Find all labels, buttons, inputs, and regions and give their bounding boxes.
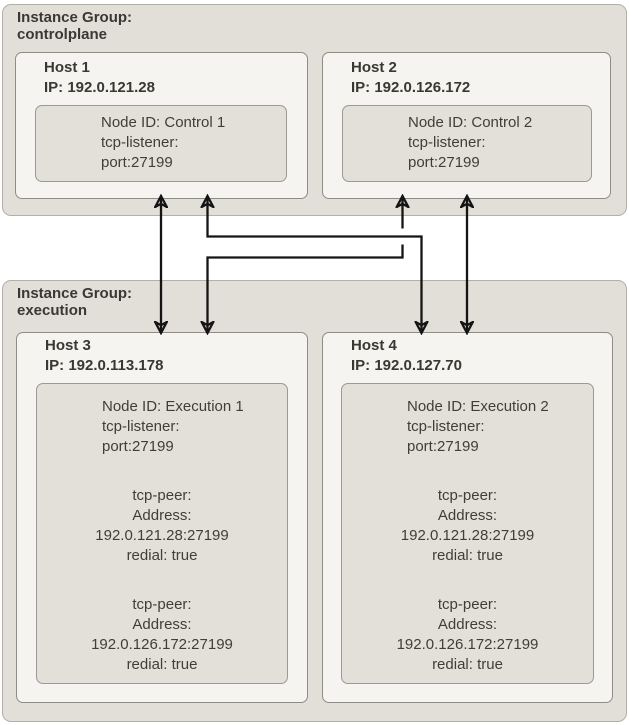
host-3-label: Host 3 IP: 192.0.113.178: [45, 336, 163, 376]
tcp-listener-line: tcp-listener:: [102, 418, 180, 435]
host-2-label: Host 2 IP: 192.0.126.172: [351, 58, 470, 98]
host-ip: IP: 192.0.126.172: [351, 79, 471, 96]
peer-address-value: 192.0.121.28:27199: [400, 527, 535, 544]
tcp-peer-block-2: tcp-peer: Address: 192.0.126.172:27199 r…: [37, 595, 287, 675]
peer-redial-line: redial: true: [126, 656, 198, 673]
host-1-label: Host 1 IP: 192.0.121.28: [44, 58, 155, 98]
peer-address-label: Address:: [132, 507, 192, 524]
host-4-label: Host 4 IP: 192.0.127.70: [351, 336, 462, 376]
peer-redial-line: redial: true: [432, 656, 503, 673]
node-execution-1-box: Node ID: Execution 1 tcp-listener: port:…: [36, 383, 288, 684]
group-label-prefix: Instance Group:: [17, 285, 133, 302]
listener-block: Node ID: Execution 1 tcp-listener: port:…: [37, 397, 287, 457]
port-line: port:27199: [102, 438, 174, 455]
tcp-peer-block-2: tcp-peer: Address: 192.0.126.172:27199 r…: [342, 595, 593, 675]
node-id-line: Node ID: Control 1: [101, 114, 226, 131]
group-name: controlplane: [17, 26, 108, 43]
tcp-listener-line: tcp-listener:: [408, 134, 486, 151]
host-ip: IP: 192.0.113.178: [45, 357, 164, 374]
tcp-listener-line: tcp-listener:: [407, 418, 485, 435]
host-title: Host 2: [351, 59, 397, 76]
host-ip: IP: 192.0.121.28: [44, 79, 155, 96]
group-label-controlplane: Instance Group: controlplane: [17, 9, 132, 43]
tcp-peer-block-1: tcp-peer: Address: 192.0.121.28:27199 re…: [342, 486, 593, 566]
instance-group-controlplane: Instance Group: controlplane Host 1 IP: …: [2, 4, 627, 216]
peer-address-value: 192.0.121.28:27199: [95, 527, 229, 544]
node-control-1-box: Node ID: Control 1 tcp-listener: port:27…: [35, 105, 287, 182]
port-line: port:27199: [101, 154, 173, 171]
port-line: port:27199: [408, 154, 480, 171]
tcp-peer-line: tcp-peer:: [437, 487, 498, 504]
host-1-box: Host 1 IP: 192.0.121.28 Node ID: Control…: [15, 52, 308, 199]
host-ip: IP: 192.0.127.70: [351, 357, 462, 374]
host-title: Host 4: [351, 337, 397, 354]
host-2-box: Host 2 IP: 192.0.126.172 Node ID: Contro…: [322, 52, 611, 199]
peer-address-value: 192.0.126.172:27199: [91, 636, 233, 653]
group-name: execution: [17, 302, 88, 319]
host-title: Host 1: [44, 59, 90, 76]
peer-redial-line: redial: true: [126, 547, 198, 564]
tcp-listener-line: tcp-listener:: [101, 134, 179, 151]
tcp-peer-block-1: tcp-peer: Address: 192.0.121.28:27199 re…: [37, 486, 287, 566]
listener-block: Node ID: Execution 2 tcp-listener: port:…: [342, 397, 593, 457]
host-3-box: Host 3 IP: 192.0.113.178 Node ID: Execut…: [16, 332, 308, 703]
tcp-peer-line: tcp-peer:: [132, 596, 192, 613]
peer-address-label: Address:: [437, 616, 498, 633]
listener-block: Node ID: Control 2 tcp-listener: port:27…: [343, 113, 591, 173]
instance-group-execution: Instance Group: execution Host 3 IP: 192…: [2, 280, 627, 722]
port-line: port:27199: [407, 438, 479, 455]
node-id-line: Node ID: Execution 1: [102, 398, 244, 415]
peer-address-label: Address:: [437, 507, 498, 524]
peer-address-value: 192.0.126.172:27199: [396, 636, 539, 653]
peer-redial-line: redial: true: [432, 547, 503, 564]
host-4-box: Host 4 IP: 192.0.127.70 Node ID: Executi…: [322, 332, 613, 703]
host-title: Host 3: [45, 337, 91, 354]
group-label-execution: Instance Group: execution: [17, 285, 132, 319]
peer-address-label: Address:: [132, 616, 192, 633]
node-execution-2-box: Node ID: Execution 2 tcp-listener: port:…: [341, 383, 594, 684]
group-label-prefix: Instance Group:: [17, 9, 133, 26]
node-control-2-box: Node ID: Control 2 tcp-listener: port:27…: [342, 105, 592, 182]
node-id-line: Node ID: Control 2: [408, 114, 533, 131]
tcp-peer-line: tcp-peer:: [132, 487, 192, 504]
node-id-line: Node ID: Execution 2: [407, 398, 549, 415]
tcp-peer-line: tcp-peer:: [437, 596, 498, 613]
listener-block: Node ID: Control 1 tcp-listener: port:27…: [36, 113, 286, 173]
